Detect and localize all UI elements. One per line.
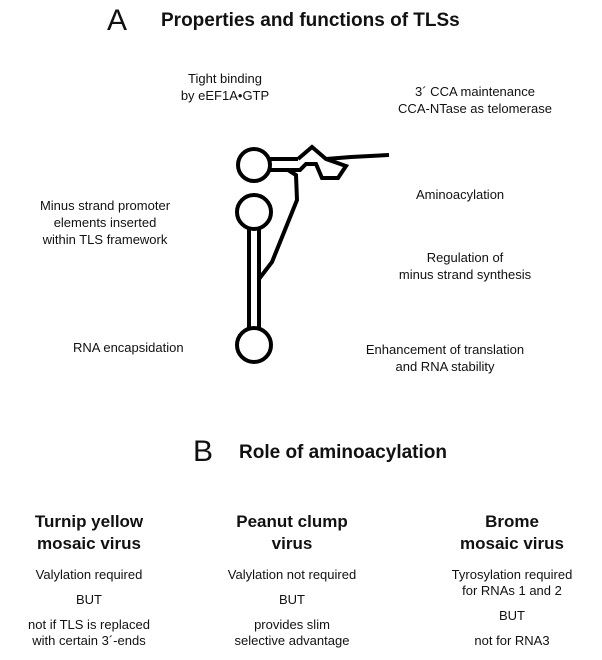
label-tight-binding: Tight binding by eEF1A•GTP [150,70,300,104]
label-minus-promoter: Minus strand promoter elements inserted … [20,197,190,248]
label-regulation-line: Regulation of [426,250,504,265]
virus-status: Tyrosylation required for RNAs 1 and 2 [427,567,597,599]
panel-b-title: Role of aminoacylation [239,442,447,463]
virus-status-line: Tyrosylation required [451,567,573,582]
label-aminoacylation: Aminoacylation [416,186,504,203]
label-minus-promoter-line: Minus strand promoter [39,198,171,213]
virus-name: Peanut clump virus [207,511,377,555]
tls-pseudoknot [288,144,350,180]
virus-status: Valylation required [4,567,174,583]
virus-name-line: Brome [485,512,539,531]
virus-note-line: not if TLS is replaced [28,617,150,632]
tls-loop-bottom [235,326,273,364]
virus-but: BUT [499,608,525,623]
label-encapsidation-line: RNA encapsidation [73,340,184,355]
label-tight-binding-line: by eEF1A•GTP [180,88,270,103]
panel-b-letter: B [193,435,214,468]
virus-note: not if TLS is replaced with certain 3´-e… [4,617,174,649]
panel-a-title: Properties and functions of TLSs [161,10,460,31]
label-aminoacylation-line: Aminoacylation [416,187,505,202]
label-enhancement-line: and RNA stability [395,359,495,374]
virus-column-pcv: Peanut clump virus Valylation not requir… [207,511,377,649]
label-encapsidation: RNA encapsidation [73,339,184,356]
tls-three-prime-tail [325,153,390,161]
virus-name-line: virus [271,534,313,553]
virus-name-line: Turnip yellow [34,512,144,531]
virus-note-line: with certain 3´-ends [32,633,146,648]
label-tight-binding-line: Tight binding [188,71,262,86]
label-enhancement-line: Enhancement of translation [365,342,525,357]
virus-note-line: selective advantage [234,633,350,648]
virus-status-line: Valylation not required [227,567,357,582]
virus-status: Valylation not required [207,567,377,583]
label-cca-line: CCA-NTase as telomerase [398,101,552,116]
virus-status-line: for RNAs 1 and 2 [462,583,562,598]
tls-loop-middle [235,193,273,231]
label-cca-line: 3´ CCA maintenance [415,84,535,99]
virus-note-line: not for RNA3 [474,633,550,648]
virus-name: Brome mosaic virus [427,511,597,555]
panel-a-letter: A [107,4,128,37]
virus-name: Turnip yellow mosaic virus [4,511,174,555]
tls-diagonal-strand [257,168,300,281]
virus-column-tymv: Turnip yellow mosaic virus Valylation re… [4,511,174,649]
virus-column-bmv: Brome mosaic virus Tyrosylation required… [427,511,597,649]
virus-name-line: Peanut clump [236,512,348,531]
label-minus-promoter-line: elements inserted [53,215,157,230]
virus-but: BUT [279,592,305,607]
virus-note-line: provides slim [254,617,330,632]
label-regulation-line: minus strand synthesis [398,267,532,282]
virus-name-line: mosaic virus [460,534,564,553]
virus-but: BUT [76,592,102,607]
label-enhancement: Enhancement of translation and RNA stabi… [345,341,545,375]
virus-name-line: mosaic virus [37,534,141,553]
virus-status-line: Valylation required [35,567,143,582]
label-regulation: Regulation of minus strand synthesis [380,249,550,283]
virus-note: provides slim selective advantage [207,617,377,649]
label-minus-promoter-line: within TLS framework [42,232,168,247]
label-cca: 3´ CCA maintenance CCA-NTase as telomera… [380,83,570,117]
virus-note: not for RNA3 [427,633,597,649]
tls-loop-top [236,147,272,183]
